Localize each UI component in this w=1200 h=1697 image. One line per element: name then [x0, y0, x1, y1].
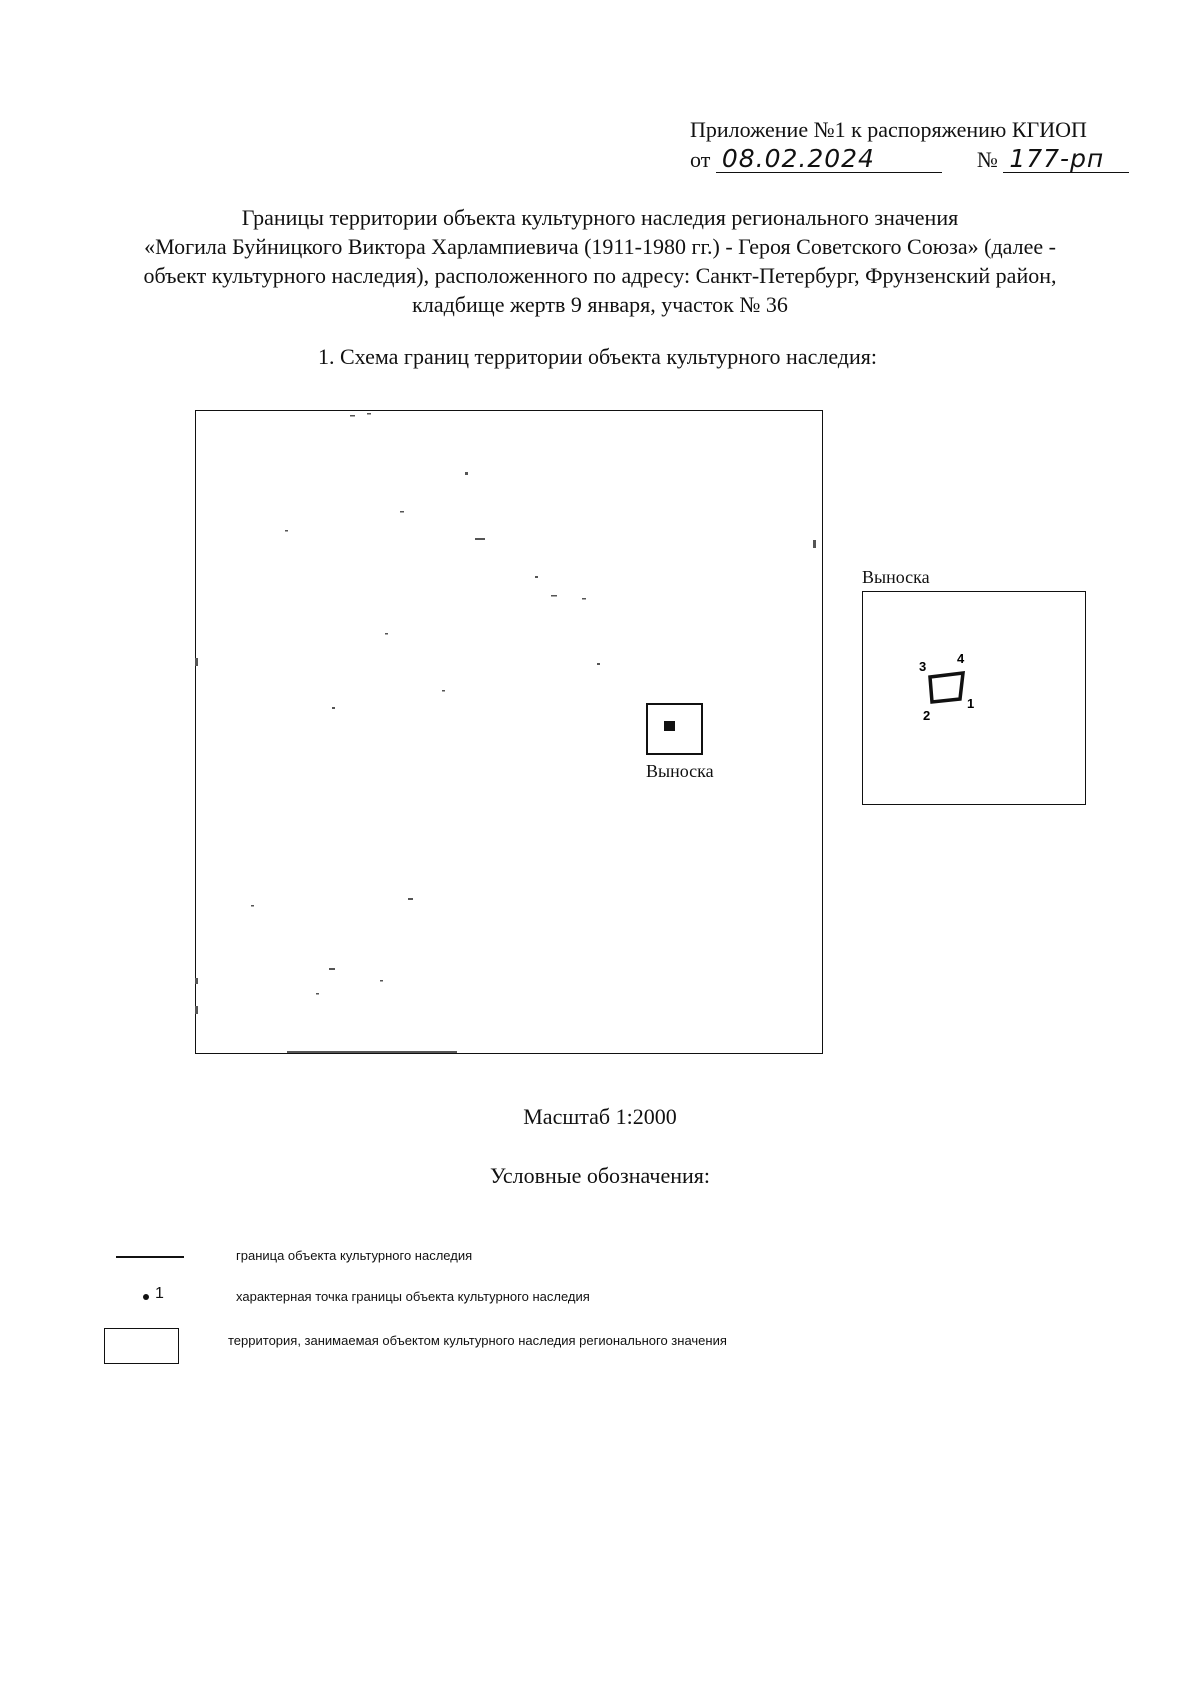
- legend-boundary-line-symbol: [116, 1256, 184, 1258]
- map-speckles: [195, 413, 816, 1053]
- object-boundary-polygon: [928, 670, 965, 704]
- document-title: Границы территории объекта культурного н…: [100, 203, 1100, 319]
- point-label-2: 2: [923, 708, 930, 723]
- callout-panel: [862, 591, 1086, 805]
- title-line-2: «Могила Буйницкого Виктора Харлампиевича…: [144, 234, 1056, 259]
- order-number: 177-рп: [1003, 146, 1130, 173]
- date-prefix: от: [690, 147, 711, 172]
- point-label-1: 1: [967, 696, 974, 711]
- title-line-3: объект культурного наследия), расположен…: [143, 263, 1057, 288]
- legend-item-territory: территория, занимаемая объектом культурн…: [228, 1333, 727, 1348]
- legend-title: Условные обозначения:: [489, 1163, 711, 1188]
- map-scale: Масштаб 1:2000: [523, 1104, 677, 1129]
- callout-drawing: 1 2 3 4: [919, 651, 974, 723]
- document-header: Приложение №1 к распоряжению КГИОП от 08…: [690, 115, 1160, 175]
- boundary-scheme-map: [195, 410, 823, 1054]
- order-date: 08.02.2024: [715, 146, 942, 173]
- title-line-4: кладбище жертв 9 января, участок № 36: [412, 292, 788, 317]
- appendix-line: Приложение №1 к распоряжению КГИОП: [690, 117, 1087, 142]
- callout-title: Выноска: [862, 567, 930, 587]
- title-line-1: Границы территории объекта культурного н…: [241, 205, 959, 230]
- legend-item-point: характерная точка границы объекта культу…: [236, 1289, 590, 1304]
- section-heading: 1. Схема границ территории объекта культ…: [318, 344, 878, 369]
- legend-point-number: 1: [155, 1285, 164, 1302]
- object-location-marker: [664, 721, 675, 731]
- point-label-3: 3: [919, 659, 926, 674]
- point-label-4: 4: [957, 651, 965, 666]
- order-reference: от 08.02.2024 № 177-рп: [690, 145, 1160, 175]
- callout-frame-on-map: [646, 703, 703, 755]
- number-prefix: №: [976, 147, 998, 172]
- legend-territory-symbol: [104, 1328, 179, 1364]
- legend-point-symbol: [143, 1294, 149, 1300]
- legend-item-boundary: граница объекта культурного наследия: [236, 1248, 473, 1263]
- map-callout-label: Выноска: [646, 761, 714, 781]
